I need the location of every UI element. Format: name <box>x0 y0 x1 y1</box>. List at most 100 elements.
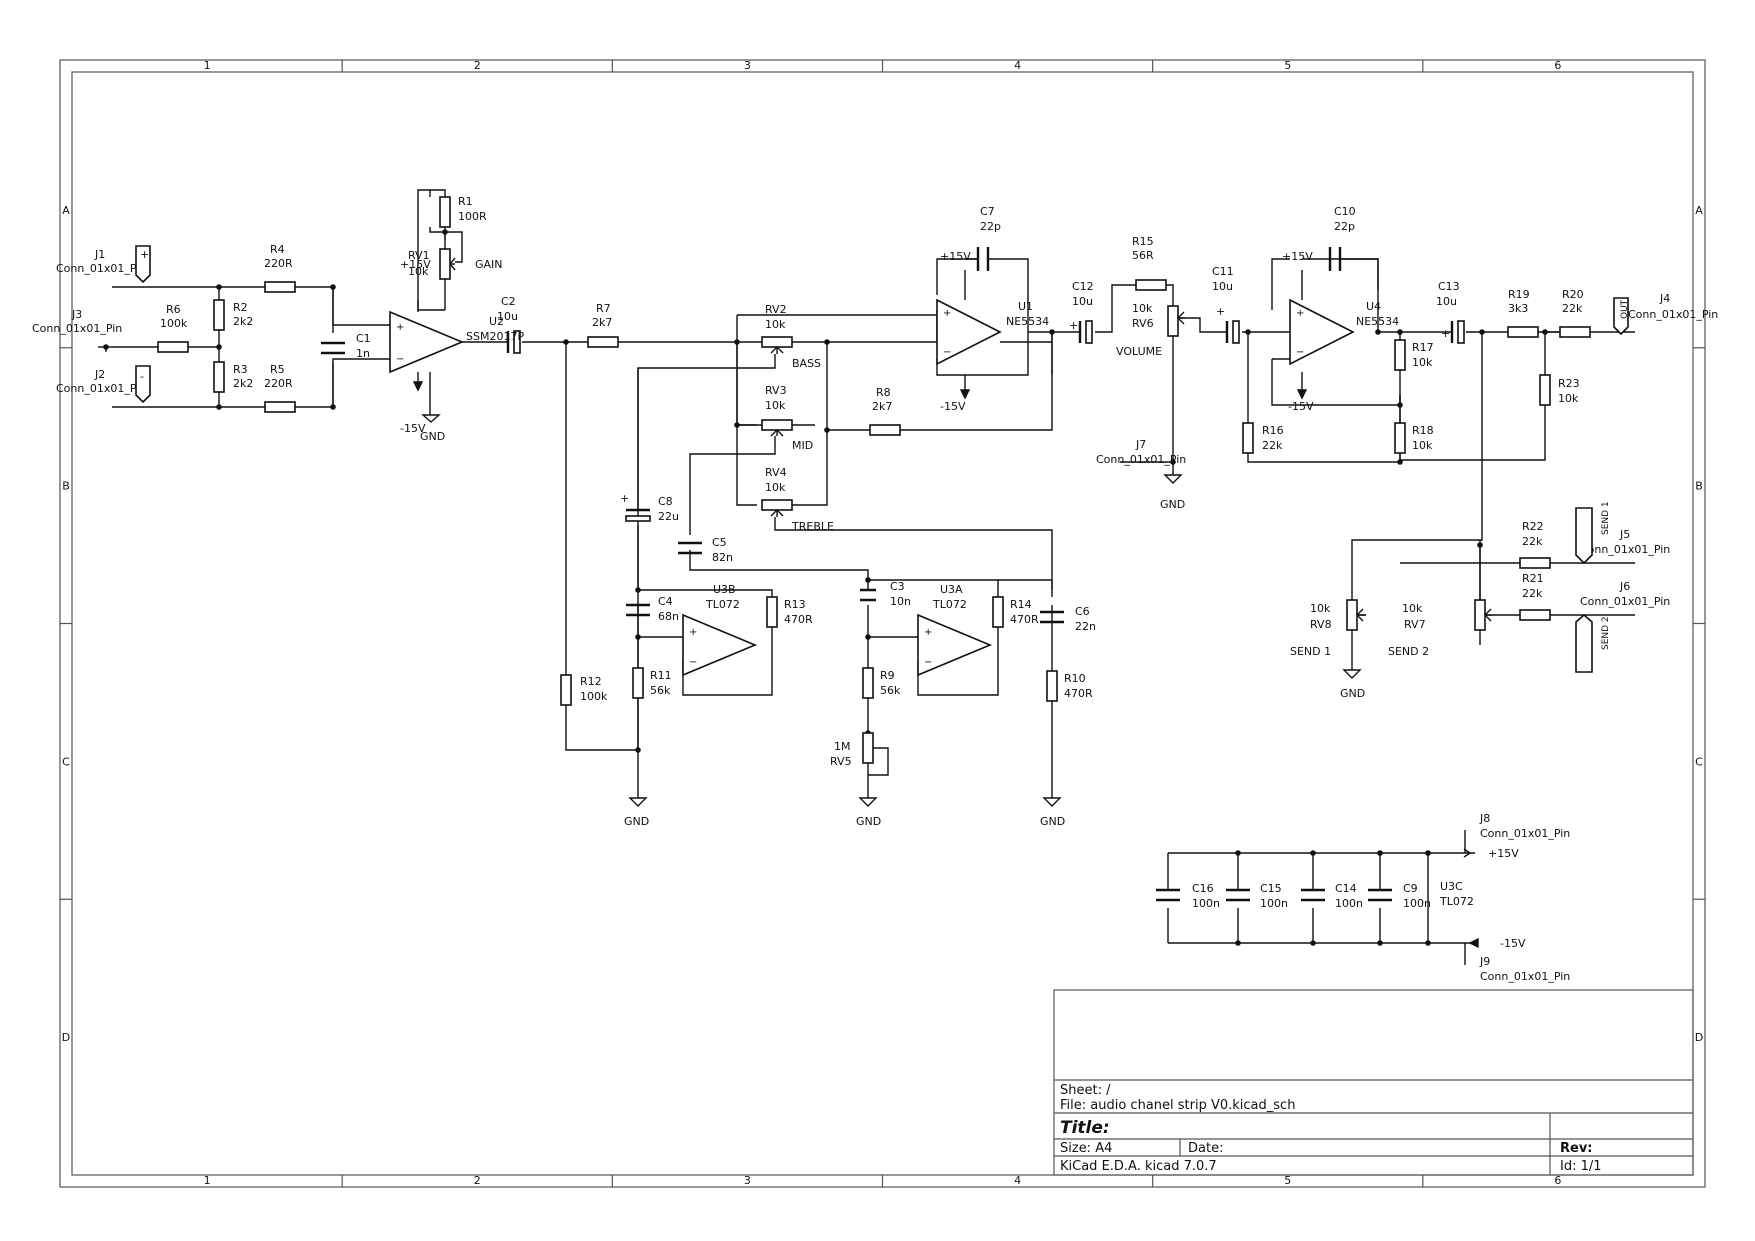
svg-text:U2: U2 <box>489 315 504 328</box>
row-marker-right: C <box>1695 755 1703 768</box>
svg-text:470R: 470R <box>1064 687 1093 700</box>
svg-text:C7: C7 <box>980 205 995 218</box>
svg-text:C1: C1 <box>356 332 371 345</box>
svg-text:22p: 22p <box>980 220 1001 233</box>
svg-text:R19: R19 <box>1508 288 1530 301</box>
svg-text:C14: C14 <box>1335 882 1357 895</box>
svg-text:Conn_01x01_Pin: Conn_01x01_Pin <box>1628 308 1718 321</box>
svg-text:Conn_01x01_Pin: Conn_01x01_Pin <box>1480 970 1570 983</box>
column-marker-bottom: 5 <box>1284 1174 1291 1187</box>
svg-text:220R: 220R <box>264 377 293 390</box>
tb-file: File: audio chanel strip V0.kicad_sch <box>1060 1098 1295 1113</box>
svg-text:R6: R6 <box>166 303 181 316</box>
svg-text:GND: GND <box>1160 498 1185 511</box>
svg-text:100R: 100R <box>458 210 487 223</box>
svg-text:RV8: RV8 <box>1310 618 1332 631</box>
svg-text:C6: C6 <box>1075 605 1090 618</box>
power-symbols: GND GND GND GND GND GND +15V +15V +15V +… <box>400 250 1526 950</box>
svg-text:100k: 100k <box>580 690 608 703</box>
svg-text:C8: C8 <box>658 495 673 508</box>
svg-text:RV5: RV5 <box>830 755 852 768</box>
svg-text:10k: 10k <box>1132 302 1153 315</box>
svg-text:J2: J2 <box>94 368 105 381</box>
svg-text:C10: C10 <box>1334 205 1356 218</box>
row-marker-left: B <box>62 480 70 493</box>
svg-text:+: + <box>396 322 404 333</box>
svg-text:2k2: 2k2 <box>233 377 253 390</box>
svg-text:J4: J4 <box>1659 292 1670 305</box>
title-block: Sheet: / File: audio chanel strip V0.kic… <box>1053 989 1694 1176</box>
svg-text:J3: J3 <box>71 308 82 321</box>
tb-sheet: Sheet: / <box>1060 1083 1111 1098</box>
svg-text:U3C: U3C <box>1440 880 1463 893</box>
svg-text:+: + <box>943 308 951 319</box>
svg-text:R2: R2 <box>233 301 248 314</box>
svg-text:GND: GND <box>856 815 881 828</box>
svg-text:BASS: BASS <box>792 357 821 370</box>
svg-text:+: + <box>1216 305 1225 318</box>
